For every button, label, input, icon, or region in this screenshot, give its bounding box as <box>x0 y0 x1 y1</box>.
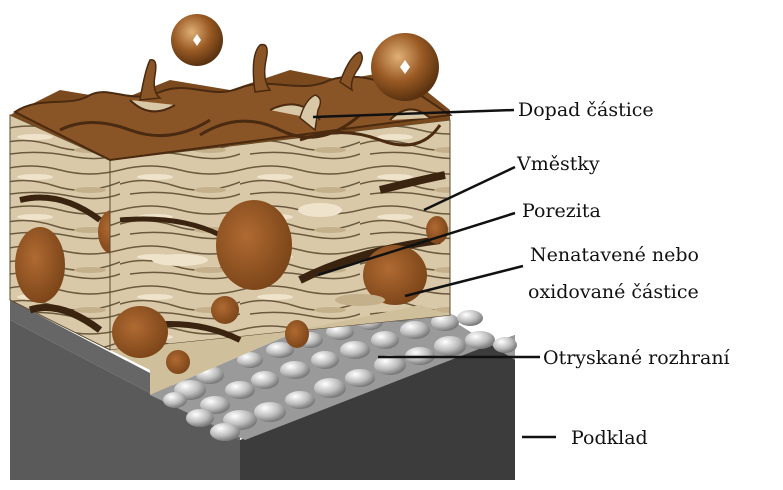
label-unmelted-line2: oxidované částice <box>528 281 699 303</box>
label-substrate: Podklad <box>571 427 648 449</box>
label-unmelted-line1: Nenatavené nebo <box>530 244 699 266</box>
label-porosity: Porezita <box>522 200 601 222</box>
label-grit-blasted-interface: Otryskané rozhraní <box>543 347 731 369</box>
pore-large <box>216 200 292 290</box>
label-particle-impact: Dopad částice <box>518 99 654 121</box>
label-inclusions: Vměstky <box>516 153 600 175</box>
